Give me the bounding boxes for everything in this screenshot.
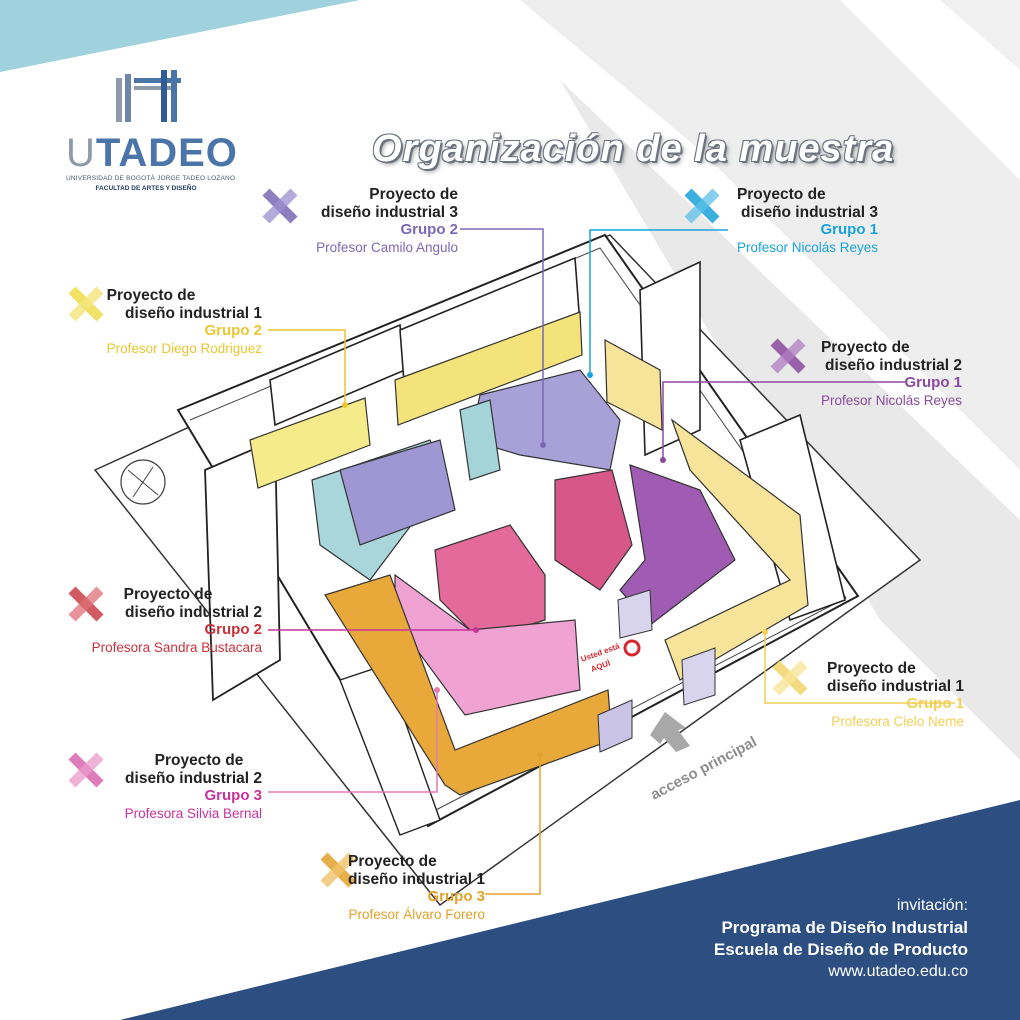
label-nicolas2-prof: Profesor Nicolás Reyes <box>820 392 962 408</box>
leader-dot-sandra <box>473 627 479 633</box>
logo-university: UNIVERSIDAD DE BOGOTÁ JORGE TADEO LOZANO <box>66 175 236 182</box>
label-cielo-group: Grupo 1 <box>906 695 964 712</box>
column-circle-cross-2 <box>132 466 154 498</box>
panels-cielo <box>664 418 809 681</box>
leader-dot-alvaro <box>537 752 543 758</box>
leader-diego <box>268 329 346 405</box>
footer-band <box>120 800 1020 1020</box>
leader-nicolas3 <box>589 229 728 375</box>
footer-program: Programa de Diseño Industrial <box>721 918 968 937</box>
label-camilo-line2: diseño industrial 3 <box>321 203 458 221</box>
panels-pink-center <box>434 524 546 641</box>
panels-teal-center <box>459 399 501 481</box>
label-sandra-line2: diseño industrial 2 <box>125 603 262 621</box>
leader-camilo <box>460 228 544 445</box>
entrance-arrow-icon <box>650 712 690 752</box>
x-mark-diego-icon <box>68 286 104 322</box>
label-diego-prof: Profesor Diego Rodriguez <box>106 340 262 356</box>
label-camilo-line1: Proyecto de <box>369 186 458 203</box>
x-mark-camilo-icon <box>262 188 298 224</box>
utadeo-logo: UTADEO UNIVERSIDAD DE BOGOTÁ JORGE TADEO… <box>66 70 238 192</box>
you-are-here-marker <box>623 639 641 657</box>
label-camilo-group: Grupo 2 <box>400 221 458 238</box>
label-cielo-prof: Profesora Cielo Neme <box>831 713 964 729</box>
label-nicolas3: Proyecto de diseño industrial 3 Grupo 1 … <box>737 186 878 256</box>
label-nicolas2-line1: Proyecto de <box>820 339 910 356</box>
page-title: Organización de la muestra <box>372 128 895 170</box>
label-cielo-line2: diseño industrial 1 <box>827 677 964 695</box>
label-alvaro-group: Grupo 3 <box>427 888 485 905</box>
x-mark-alvaro-icon <box>320 852 356 888</box>
label-nicolas2-line2: diseño industrial 2 <box>825 356 962 374</box>
x-mark-sandra-icon <box>68 586 104 622</box>
footer: invitación: Programa de Diseño Industria… <box>714 895 968 983</box>
label-alvaro-line1: Proyecto de <box>348 853 437 870</box>
leader-dot-diego <box>342 402 348 408</box>
label-alvaro: Proyecto de diseño industrial 1 Grupo 3 … <box>348 853 485 923</box>
logo-wordmark: UTADEO <box>66 131 238 175</box>
label-cielo-line1: Proyecto de <box>827 660 916 677</box>
footer-website[interactable]: www.utadeo.edu.co <box>828 963 968 980</box>
top-left-accent-band <box>0 0 360 72</box>
background-grey-shape-1 <box>520 0 1020 470</box>
label-camilo-prof: Profesor Camilo Angulo <box>316 239 458 255</box>
x-mark-nicolas2-icon <box>770 338 806 374</box>
leader-dot-cielo <box>762 629 768 635</box>
label-diego-line1: Proyecto de <box>106 287 196 304</box>
footer-invitation: invitación: <box>896 897 968 914</box>
label-silvia: Proyecto de diseño industrial 2 Grupo 3 … <box>125 752 262 822</box>
label-cielo: Proyecto de diseño industrial 1 Grupo 1 … <box>827 660 964 730</box>
label-nicolas3-line1: Proyecto de <box>736 186 826 203</box>
panels-back-yellow <box>394 311 583 426</box>
label-silvia-line1: Proyecto de <box>154 752 244 769</box>
leader-dot-nicolas2 <box>660 457 666 463</box>
label-sandra-line1: Proyecto de <box>123 586 213 603</box>
leader-cielo <box>764 632 955 704</box>
label-alvaro-prof: Profesor Álvaro Forero <box>348 906 485 922</box>
label-nicolas3-prof: Profesor Nicolás Reyes <box>736 239 878 255</box>
panels-pink-right <box>554 469 633 591</box>
right-pillar <box>639 260 701 457</box>
board-center <box>617 589 653 639</box>
label-diego-line2: diseño industrial 1 <box>125 304 262 322</box>
leader-dot-silvia <box>434 687 440 693</box>
label-nicolas3-group: Grupo 1 <box>820 221 878 238</box>
panels-diego <box>249 397 371 489</box>
leader-silvia <box>268 690 438 793</box>
board-entrance <box>597 699 633 753</box>
label-silvia-group: Grupo 3 <box>204 787 262 804</box>
label-diego-group: Grupo 2 <box>204 322 262 339</box>
label-diego: Proyecto de diseño industrial 1 Grupo 2 … <box>107 287 262 357</box>
label-camilo: Proyecto de diseño industrial 3 Grupo 2 … <box>316 186 458 256</box>
leader-dot-nicolas3 <box>587 372 593 378</box>
logo-emblem-icon <box>116 70 182 122</box>
label-sandra-prof: Profesora Sandra Bustacara <box>91 639 262 655</box>
x-mark-silvia-icon <box>68 752 104 788</box>
board-right <box>681 647 716 706</box>
footer-school: Escuela de Diseño de Producto <box>713 940 968 959</box>
leader-dot-camilo <box>540 442 546 448</box>
x-mark-cielo-icon <box>772 660 808 696</box>
label-nicolas2-group: Grupo 1 <box>904 374 962 391</box>
label-nicolas2: Proyecto de diseño industrial 2 Grupo 1 … <box>821 339 962 409</box>
label-silvia-line2: diseño industrial 2 <box>125 769 262 787</box>
label-alvaro-line2: diseño industrial 1 <box>348 870 485 888</box>
column-circle <box>120 459 166 505</box>
label-nicolas3-line2: diseño industrial 3 <box>741 203 878 221</box>
leader-alvaro <box>485 755 541 895</box>
leader-nicolas2 <box>662 381 905 460</box>
x-mark-nicolas3-icon <box>684 188 720 224</box>
label-sandra-group: Grupo 2 <box>204 621 262 638</box>
panels-nicolas3 <box>604 338 663 431</box>
label-sandra: Proyecto de diseño industrial 2 Grupo 2 … <box>92 586 262 656</box>
label-silvia-prof: Profesora Silvia Bernal <box>124 805 262 821</box>
panels-purple-left <box>339 439 456 546</box>
logo-faculty: FACULTAD DE ARTES Y DISEÑO <box>95 185 197 192</box>
background-grey-shape-3 <box>940 0 1020 70</box>
